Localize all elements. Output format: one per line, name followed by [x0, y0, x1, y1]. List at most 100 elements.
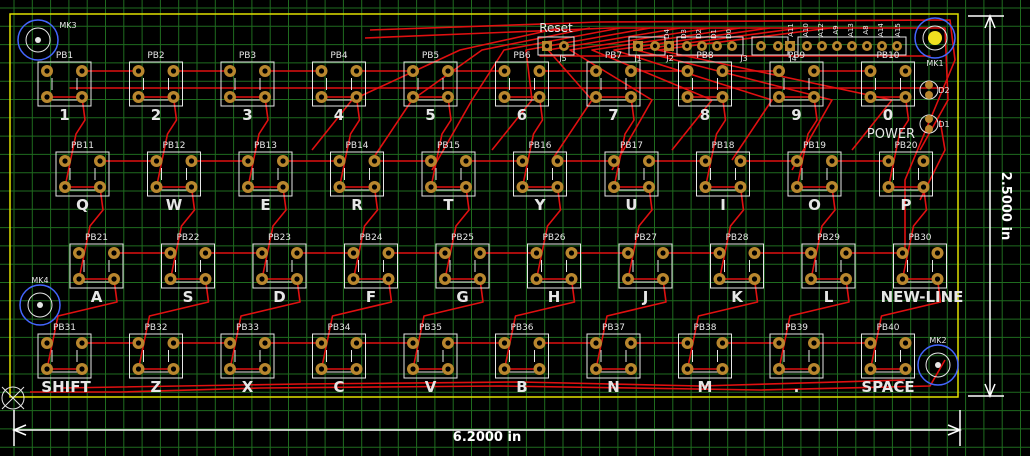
button-outline [403, 333, 458, 379]
pad-hole [934, 276, 941, 282]
a12-pin-label: A12 [817, 23, 825, 37]
key-label: 2 [151, 106, 161, 124]
mounting-hole [17, 19, 59, 61]
pad-hole [170, 68, 177, 74]
push-button: PB22 [129, 51, 183, 124]
pad-hole [519, 184, 526, 190]
pad-hole [751, 250, 758, 256]
pad-hole [843, 250, 849, 256]
button-outline [238, 151, 293, 197]
button-outline [861, 333, 915, 379]
height-dimension-label: 2.5000 in [998, 172, 1013, 240]
board-outline [9, 13, 959, 398]
key-label: M [698, 378, 713, 396]
pad-hole [294, 250, 300, 256]
button-outline [678, 333, 732, 379]
pad-hole [684, 366, 691, 372]
pad-hole [593, 68, 599, 74]
pad-hole [554, 158, 561, 164]
button-outline [678, 61, 732, 107]
pad-hole [371, 184, 378, 190]
pad-hole [477, 276, 483, 282]
pad-hole [135, 366, 142, 372]
height-dimension-arrow [984, 14, 996, 29]
pad-hole [536, 366, 543, 372]
trace [431, 27, 621, 171]
pad-hole [794, 184, 800, 190]
pad-hole [737, 184, 744, 190]
mounting-hole [917, 344, 959, 386]
pad-hole [829, 158, 835, 164]
pad-hole [684, 94, 691, 100]
data-header-outline [676, 36, 744, 56]
button-ref-label: PB15 [437, 141, 460, 151]
pad-hole [646, 184, 652, 190]
mounting-hole-label: MK1 [926, 59, 943, 68]
button-outline [769, 61, 824, 107]
pin-hole [729, 43, 735, 49]
button-outline [161, 243, 215, 289]
pad-hole [445, 340, 451, 346]
key-label: N [607, 378, 620, 396]
pad-hole [350, 276, 357, 282]
pad-hole [660, 250, 666, 256]
mounting-hole-ring [925, 352, 951, 378]
trace [30, 359, 946, 393]
pin-hole [787, 43, 793, 49]
button-ref-label: PB16 [528, 141, 551, 151]
mounting-hole-ring [27, 292, 53, 318]
button-ref-label: PB38 [693, 323, 716, 333]
pad-hole [227, 68, 233, 74]
power-label: POWER [867, 127, 915, 142]
button-ref-label: PB7 [605, 51, 622, 61]
pad-hole [135, 94, 142, 100]
pad-hole [536, 68, 543, 74]
pad-hole [899, 276, 906, 282]
button-ref-label: PB40 [876, 323, 899, 333]
button-ref-label: PB31 [53, 323, 76, 333]
pad-hole [318, 94, 325, 100]
pad-hole [477, 250, 483, 256]
pad-hole [245, 158, 251, 164]
pad-hole [463, 158, 469, 164]
pad-hole [533, 276, 540, 282]
key-label: O [808, 196, 821, 214]
pad [925, 115, 933, 123]
pad-hole [350, 250, 357, 256]
pad-hole [44, 94, 50, 100]
pad-hole [167, 276, 174, 282]
pad-hole [227, 94, 233, 100]
a14-pin-label: A14 [877, 23, 885, 37]
pad-hole [902, 340, 909, 346]
key-label: 5 [425, 106, 435, 124]
push-button: PB39. [769, 323, 824, 396]
pad-hole [684, 340, 691, 346]
pad-hole [44, 68, 50, 74]
pad-hole [135, 68, 142, 74]
pad-hole [442, 250, 448, 256]
pad [925, 81, 933, 89]
pad-hole [920, 158, 927, 164]
pad-hole [262, 94, 268, 100]
trace [547, 27, 681, 161]
pad-hole [885, 158, 892, 164]
pad-hole [625, 276, 631, 282]
pad-hole [628, 366, 634, 372]
width-dimension-arrow [12, 424, 27, 436]
mounting-hole-ring [25, 27, 51, 53]
mounting-hole-center [35, 37, 41, 43]
pin-hole [864, 43, 870, 49]
button-ref-label: PB22 [176, 233, 199, 243]
pad-hole [318, 366, 325, 372]
